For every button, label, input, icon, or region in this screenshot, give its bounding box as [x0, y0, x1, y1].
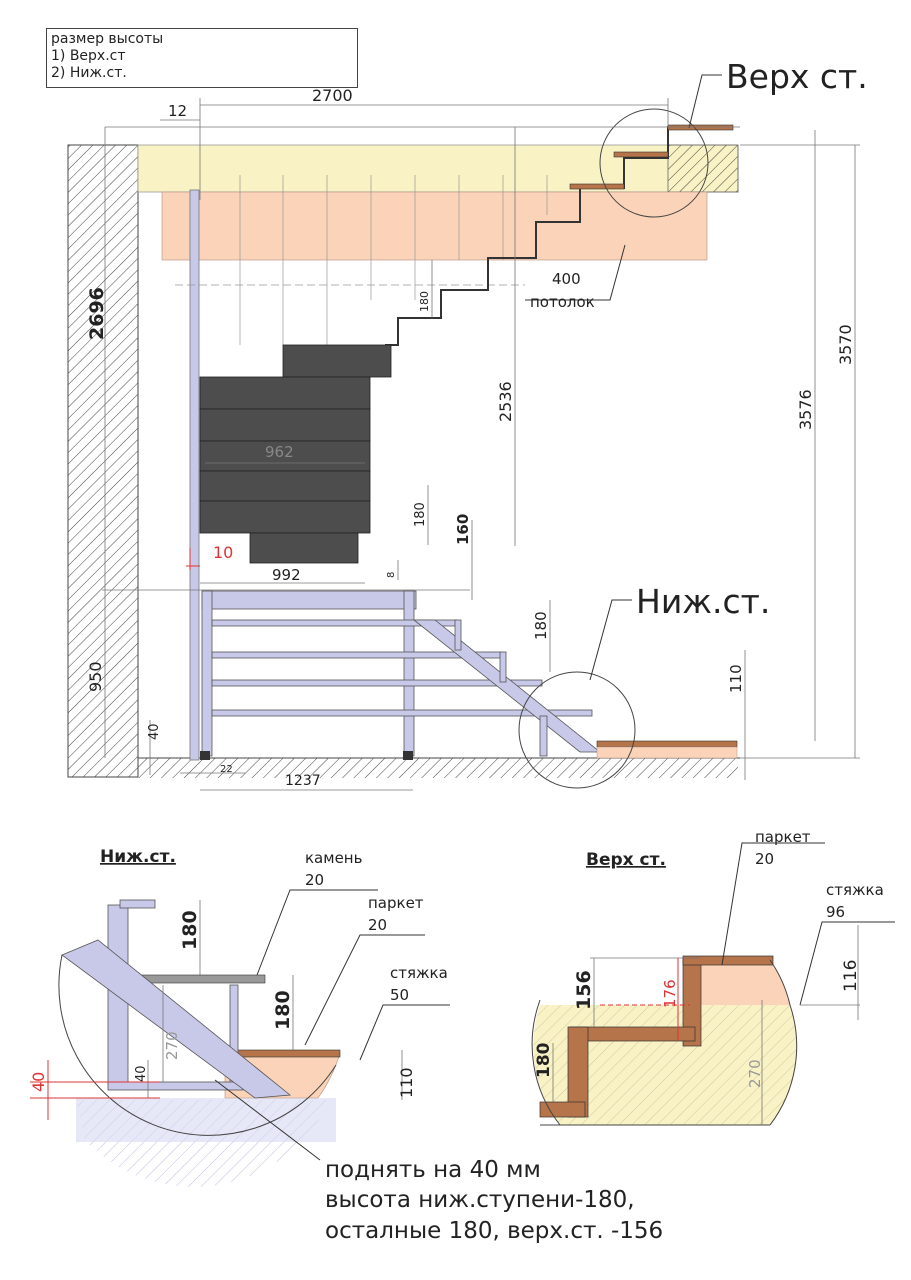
- top-detail-circle: [599, 108, 709, 218]
- dim-962: 962: [265, 443, 294, 461]
- detail-top-parquet-v: 20: [755, 850, 774, 868]
- detail-bottom-screed: стяжка: [390, 964, 448, 982]
- detail-bottom-180-b: 180: [272, 990, 294, 1030]
- legend-item-2: 2) Ниж.ст.: [51, 65, 127, 81]
- label-bottom-step: Ниж.ст.: [636, 582, 770, 621]
- legend-item-1: 1) Верх.ст: [51, 48, 126, 64]
- dim-2696: 2696: [86, 287, 108, 340]
- detail-bottom-180-a: 180: [179, 910, 201, 950]
- label-top-step: Верх ст.: [726, 57, 868, 96]
- dim-22: 22: [220, 764, 233, 775]
- note-line-3: осталные 180, верх.ст. -156: [325, 1218, 663, 1244]
- detail-bottom-110: 110: [397, 1067, 416, 1098]
- detail-top-title: Верх ст.: [586, 850, 666, 870]
- dim-2536: 2536: [496, 381, 515, 422]
- frame-top: [201, 590, 417, 610]
- detail-top-156: 156: [573, 970, 595, 1010]
- dim-2700: 2700: [312, 86, 353, 105]
- dim-180-c: 180: [532, 611, 550, 640]
- detail-top-270: 270: [746, 1059, 764, 1088]
- tread-6: [199, 500, 371, 534]
- detail-top-180: 180: [534, 1042, 554, 1078]
- label-ceiling: потолок: [530, 293, 595, 311]
- note-line-2: высота ниж.ступени-180,: [325, 1187, 635, 1213]
- dim-3570: 3570: [836, 324, 855, 365]
- dim-110: 110: [727, 664, 745, 693]
- dim-10: 10: [213, 543, 233, 562]
- legend-title: размер высоты: [51, 31, 164, 47]
- dim-40: 40: [147, 723, 162, 740]
- dim-8: 8: [386, 572, 397, 578]
- detail-bottom-40-red: 40: [29, 1072, 48, 1092]
- dim-12: 12: [168, 102, 187, 120]
- detail-top-step: [531, 842, 895, 1126]
- left-wall: [67, 144, 139, 778]
- dim-992: 992: [272, 566, 301, 584]
- detail-bottom-parquet: паркет: [368, 894, 424, 912]
- detail-top-116: 116: [841, 960, 861, 992]
- detail-bottom-40: 40: [134, 1065, 149, 1082]
- detail-bottom-stone-v: 20: [305, 871, 324, 889]
- dim-1237: 1237: [285, 773, 321, 789]
- tread-7: [249, 532, 359, 564]
- detail-bottom-step: [30, 889, 450, 1187]
- label-ceiling-value: 400: [552, 270, 581, 288]
- tread-4: [199, 440, 371, 472]
- note-line-1: поднять на 40 мм: [325, 1157, 541, 1183]
- detail-top-176: 176: [661, 979, 679, 1008]
- dim-950: 950: [86, 661, 105, 692]
- detail-bottom-screed-v: 50: [390, 986, 409, 1004]
- dim-180-a: 180: [418, 291, 431, 312]
- tread-3: [199, 408, 371, 442]
- detail-top-screed-v: 96: [826, 903, 845, 921]
- ceiling-band: [161, 191, 708, 261]
- detail-bottom-270: 270: [163, 1031, 181, 1060]
- bottom-detail-circle: [518, 671, 636, 789]
- tread-5: [199, 470, 371, 502]
- tread-1: [282, 344, 392, 378]
- detail-top-parquet: паркет: [755, 828, 811, 846]
- stair-profile: [385, 126, 690, 346]
- dim-180-b: 180: [413, 502, 428, 527]
- floor-slab: [138, 758, 738, 778]
- detail-top-screed: стяжка: [826, 881, 884, 899]
- dim-3576: 3576: [796, 389, 815, 430]
- vertical-post: [189, 189, 200, 761]
- legend-box: размер высоты 1) Верх.ст 2) Ниж.ст.: [46, 28, 358, 88]
- dim-160: 160: [454, 514, 472, 545]
- tread-2: [199, 376, 371, 410]
- detail-bottom-title: Ниж.ст.: [100, 847, 176, 867]
- detail-bottom-stone: камень: [305, 849, 362, 867]
- detail-bottom-parquet-v: 20: [368, 916, 387, 934]
